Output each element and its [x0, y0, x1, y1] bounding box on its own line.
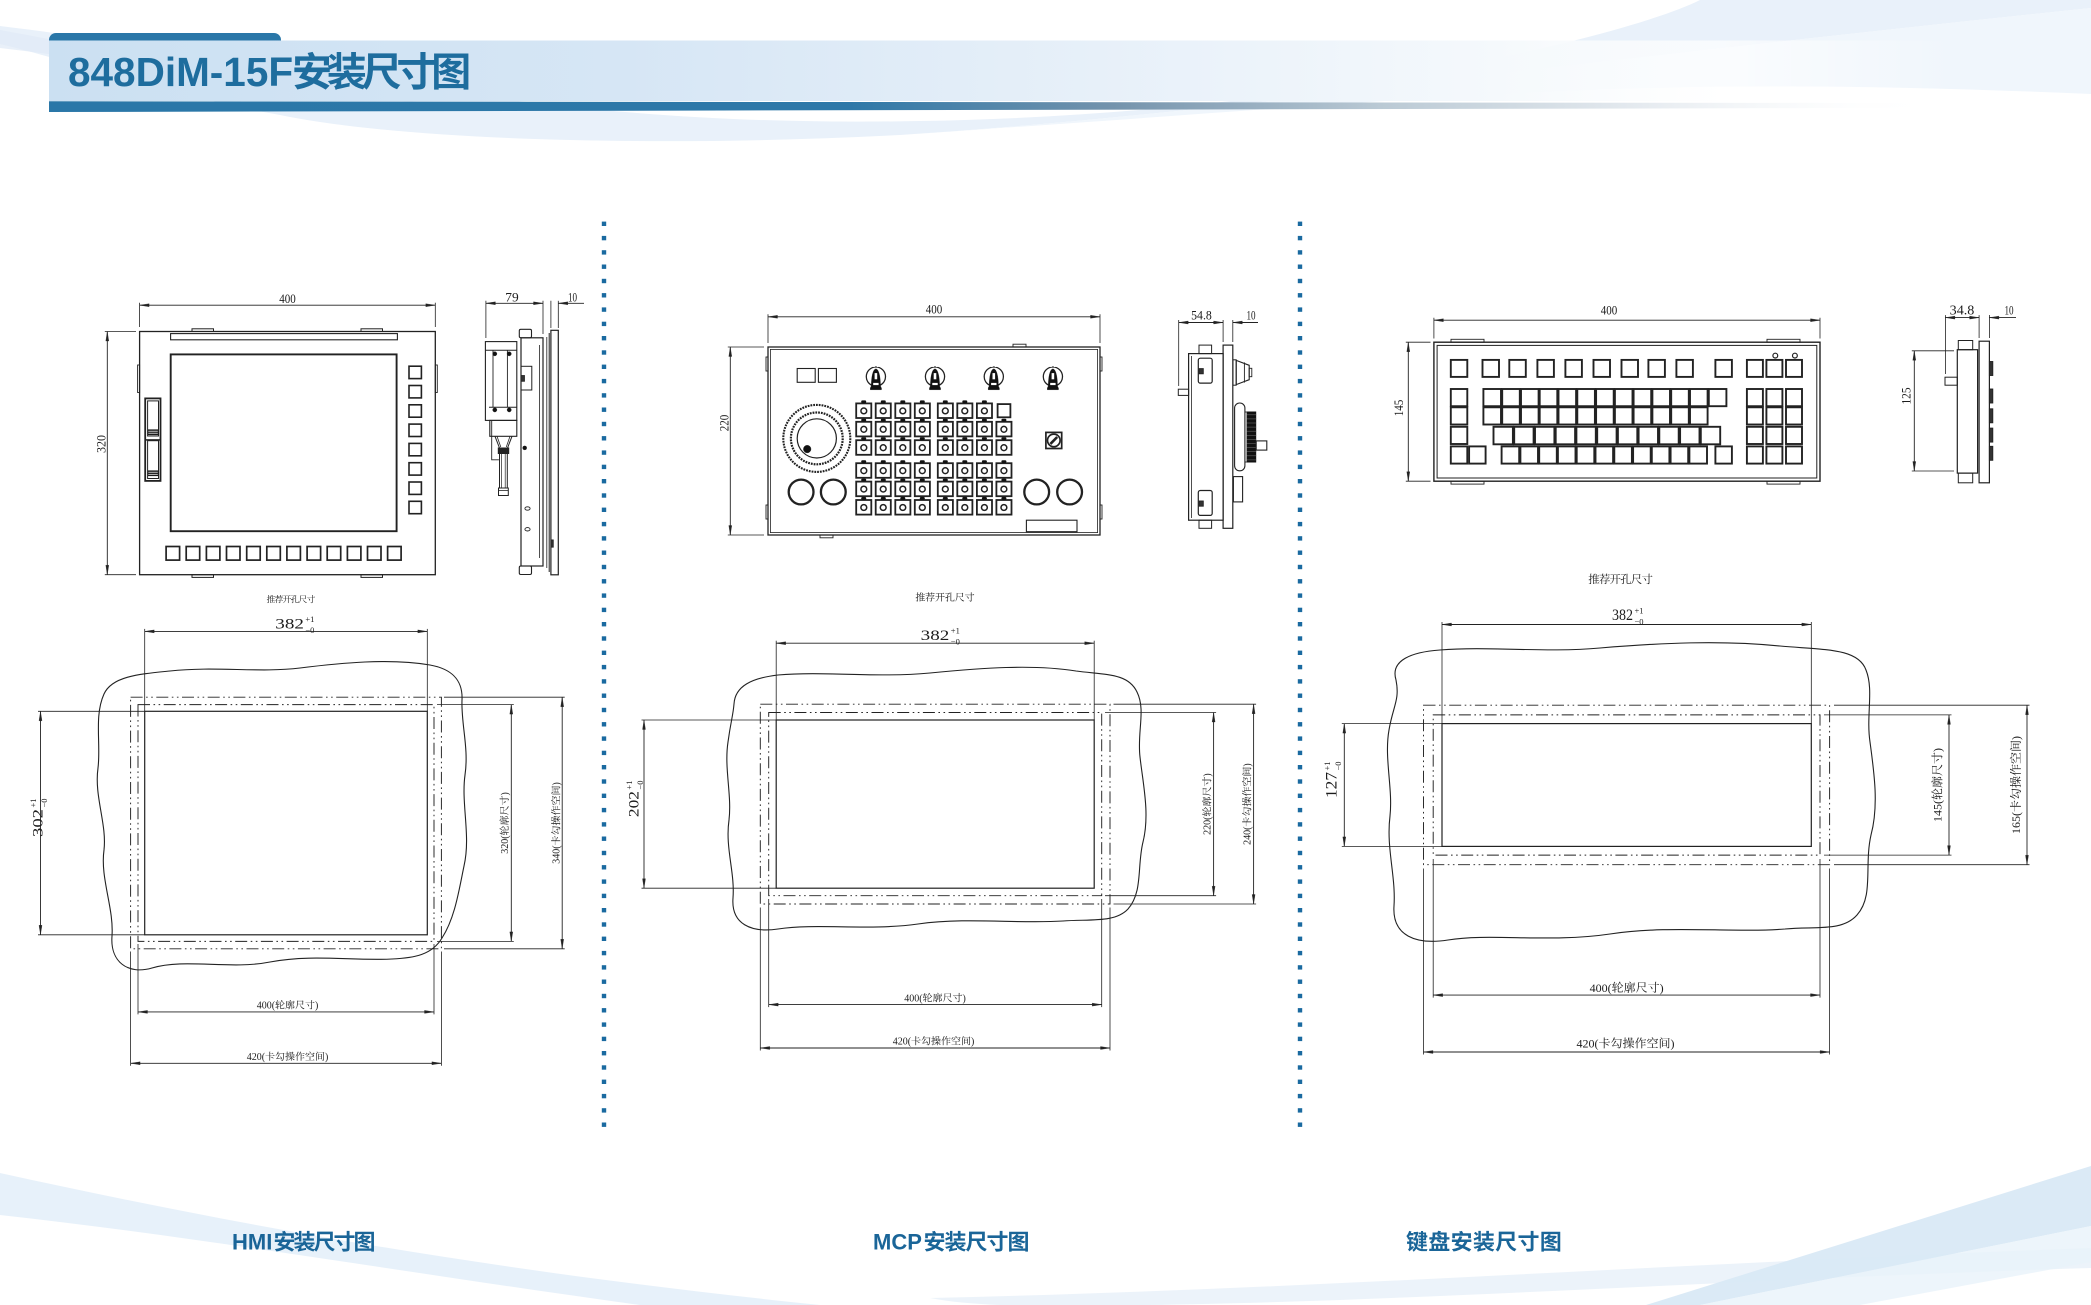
svg-text:+1: +1 — [305, 614, 314, 624]
svg-text:(: ( — [1595, 1037, 1599, 1051]
svg-text:(: ( — [1203, 816, 1214, 820]
svg-text:−0: −0 — [1333, 761, 1343, 770]
svg-text:400: 400 — [904, 993, 919, 1004]
svg-text:): ) — [325, 1052, 328, 1063]
svg-text:−0: −0 — [1635, 617, 1644, 627]
svg-text:+1: +1 — [1635, 606, 1644, 616]
svg-text:(: ( — [1931, 800, 1945, 804]
svg-text:382: 382 — [1612, 607, 1633, 624]
svg-text:420: 420 — [247, 1052, 262, 1063]
svg-text:(: ( — [500, 835, 511, 839]
svg-text:10: 10 — [2004, 303, 2013, 318]
svg-text:400: 400 — [1590, 981, 1608, 995]
svg-text:54.8: 54.8 — [1191, 308, 1212, 323]
svg-text:): ) — [2009, 736, 2023, 740]
svg-text:(: ( — [908, 1037, 912, 1048]
svg-text:): ) — [315, 1001, 318, 1012]
svg-text:145: 145 — [1931, 804, 1945, 822]
svg-text:HMI: HMI — [232, 1230, 272, 1255]
svg-text:): ) — [552, 782, 563, 785]
svg-text:−0: −0 — [39, 798, 49, 807]
svg-text:420: 420 — [1577, 1037, 1595, 1051]
svg-text:34.8: 34.8 — [1950, 304, 1975, 319]
svg-text:10: 10 — [568, 290, 577, 305]
svg-text:(: ( — [1243, 826, 1254, 830]
svg-text:240: 240 — [1243, 830, 1254, 845]
svg-text:(: ( — [262, 1052, 266, 1063]
svg-text:(: ( — [1608, 981, 1612, 995]
svg-text:302: 302 — [31, 809, 47, 837]
svg-text:): ) — [1931, 748, 1945, 752]
svg-text:MCP: MCP — [873, 1230, 922, 1255]
svg-text:): ) — [1660, 981, 1664, 995]
svg-text:400: 400 — [926, 302, 943, 317]
svg-text:(: ( — [2009, 812, 2023, 816]
svg-text:−0: −0 — [305, 625, 314, 635]
svg-text:400: 400 — [279, 291, 296, 306]
svg-text:+1: +1 — [1322, 761, 1332, 770]
svg-text:): ) — [1671, 1037, 1675, 1051]
svg-text:): ) — [500, 792, 511, 795]
svg-text:): ) — [971, 1037, 974, 1048]
svg-text:340: 340 — [552, 849, 563, 864]
svg-text:165: 165 — [2009, 816, 2023, 834]
svg-text:(: ( — [919, 993, 923, 1004]
svg-text:(: ( — [552, 845, 563, 849]
svg-text:): ) — [1203, 773, 1214, 776]
svg-text:10: 10 — [1246, 308, 1255, 323]
svg-text:220: 220 — [717, 415, 732, 432]
svg-text:320: 320 — [500, 839, 511, 854]
svg-text:202: 202 — [627, 791, 643, 817]
svg-text:−0: −0 — [951, 637, 960, 647]
svg-text:320: 320 — [93, 435, 108, 453]
svg-text:400: 400 — [257, 1001, 272, 1012]
svg-text:+1: +1 — [624, 781, 634, 790]
svg-text:145: 145 — [1391, 400, 1406, 417]
svg-text:79: 79 — [505, 290, 518, 305]
svg-text:848DiM-15F: 848DiM-15F — [68, 49, 293, 95]
svg-text:127: 127 — [1324, 772, 1341, 798]
svg-text:125: 125 — [1899, 388, 1914, 405]
svg-text:220: 220 — [1203, 820, 1214, 835]
svg-text:382: 382 — [275, 616, 304, 632]
svg-text:+1: +1 — [28, 798, 38, 807]
svg-text:382: 382 — [921, 628, 950, 644]
svg-text:+1: +1 — [951, 626, 960, 636]
svg-text:(: ( — [272, 1001, 276, 1012]
svg-text:): ) — [1243, 763, 1254, 766]
svg-text:400: 400 — [1601, 303, 1618, 318]
svg-text:420: 420 — [893, 1037, 908, 1048]
svg-text:−0: −0 — [635, 781, 645, 790]
svg-text:): ) — [963, 993, 966, 1004]
